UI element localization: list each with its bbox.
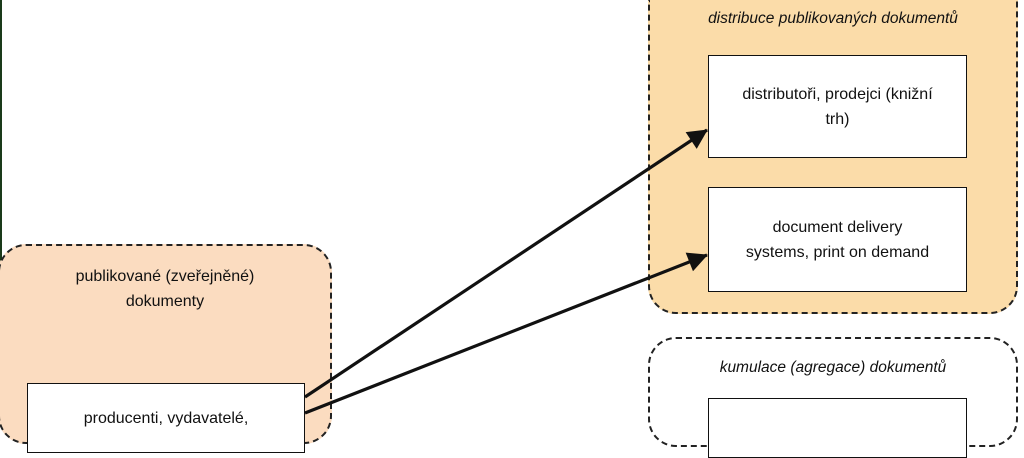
node-distributors: distributoři, prodejci (knižní trh): [708, 55, 967, 158]
node-document-delivery: document delivery systems, print on dema…: [708, 187, 967, 292]
group-distribution-title: distribuce publikovaných dokumentů: [708, 10, 958, 27]
group-cumulation-title: kumulace (agregace) dokumentů: [719, 359, 947, 376]
arrow-producers-to-document-delivery: [304, 252, 708, 415]
left-border-line: [0, 0, 2, 425]
connector-layer: [304, 128, 708, 415]
arrow-producers-to-distributors: [304, 128, 708, 399]
group-published-title: publikované (zveřejněné) dokumenty: [75, 268, 255, 310]
